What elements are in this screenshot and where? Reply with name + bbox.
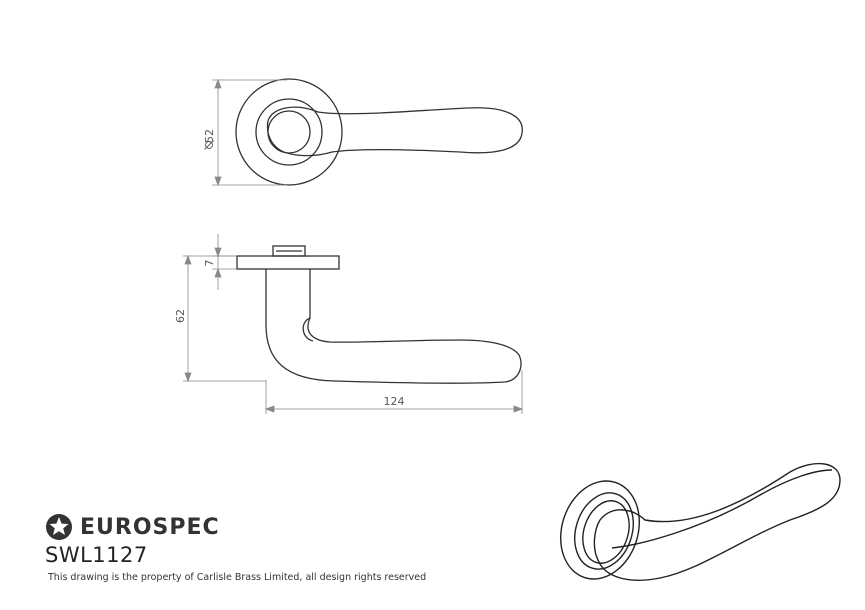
rose-outer-circle bbox=[235, 78, 343, 186]
perspective-lever-outline bbox=[593, 462, 841, 581]
perspective-view bbox=[559, 462, 841, 581]
spindle-cap bbox=[272, 245, 306, 257]
length-dimension bbox=[264, 370, 524, 414]
brand-name: EUROSPEC bbox=[80, 514, 220, 540]
thickness-label: 7 bbox=[203, 260, 216, 267]
height-label: 62 bbox=[174, 309, 187, 323]
rose-boss-circle bbox=[267, 110, 311, 154]
perspective-lever-ridge bbox=[611, 469, 833, 549]
diameter-label: 52 bbox=[203, 129, 216, 143]
side-view bbox=[236, 245, 522, 384]
perspective-rose-mid bbox=[574, 492, 634, 570]
copyright-notice: This drawing is the property of Carlisle… bbox=[48, 572, 427, 583]
lever-neck-curve bbox=[302, 317, 314, 342]
rose-side-profile bbox=[236, 255, 340, 270]
length-label: 124 bbox=[384, 395, 405, 408]
perspective-rose-inner bbox=[582, 500, 630, 564]
perspective-rose-outer bbox=[559, 480, 641, 580]
lever-top-outline bbox=[266, 106, 523, 157]
rose-inner-circle bbox=[255, 98, 323, 166]
top-view bbox=[235, 78, 523, 186]
brand-logo: EUROSPEC bbox=[44, 512, 220, 542]
height-dimension bbox=[183, 254, 266, 383]
product-code: SWL1127 bbox=[45, 543, 148, 567]
diameter-symbol-icon bbox=[204, 140, 214, 150]
star-badge-icon bbox=[46, 514, 72, 540]
diameter-dimension bbox=[212, 78, 287, 187]
lever-side-outline bbox=[265, 269, 522, 384]
